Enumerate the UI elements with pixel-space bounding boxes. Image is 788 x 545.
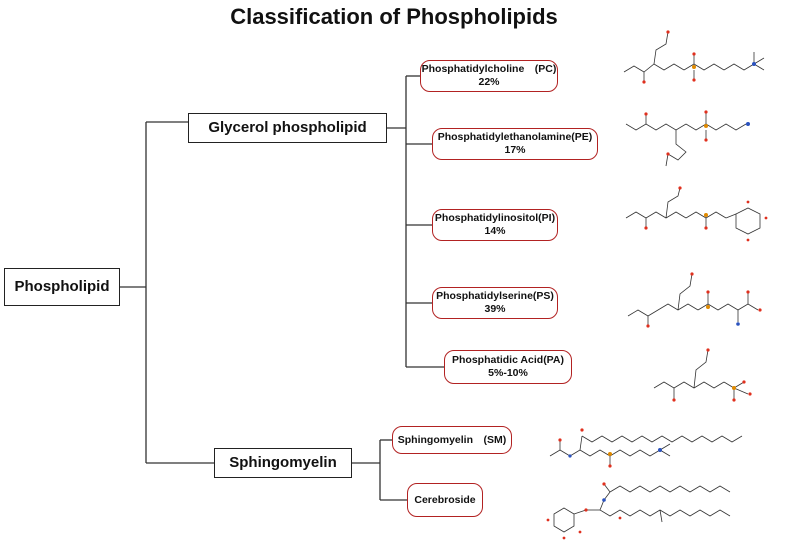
leaf-value: 17%	[504, 144, 526, 156]
leaf-name: Phosphatidylserine(PS)	[436, 290, 554, 303]
leaf-name: Phosphatidylinositol(PI)	[434, 212, 556, 225]
leaf-name: Phosphatidic Acid(PA)	[451, 354, 564, 367]
pi-node: Phosphatidylinositol(PI) 14%	[432, 209, 558, 241]
branch-label: Glycerol phospholipid	[208, 119, 367, 136]
cerebroside-structure-image	[546, 482, 731, 540]
pa-structure-image	[653, 348, 752, 402]
root-node: Phospholipid	[4, 268, 120, 306]
sphingomyelin-node: Sphingomyelin	[214, 448, 352, 478]
pe-structure-image	[625, 110, 750, 167]
glycerol-phospholipid-node: Glycerol phospholipid	[188, 113, 387, 143]
ps-structure-image	[627, 272, 762, 328]
sm-structure-image	[549, 428, 743, 468]
cerebroside-node: Cerebroside	[407, 483, 483, 517]
leaf-name: Phosphatidylcholine (PC)	[421, 63, 557, 76]
branch-label: Sphingomyelin	[229, 454, 337, 471]
leaf-value: 14%	[484, 225, 506, 237]
leaf-name: Cerebroside	[414, 493, 476, 506]
leaf-value: 39%	[484, 303, 506, 315]
diagram-title: Classification of Phospholipids	[230, 4, 558, 29]
leaf-name: Sphingomyelin (SM)	[397, 433, 507, 446]
sm-node: Sphingomyelin (SM)	[392, 426, 512, 454]
pi-structure-image	[625, 186, 768, 242]
leaf-value: 5%-10%	[488, 367, 528, 379]
root-label: Phospholipid	[14, 278, 110, 295]
pe-node: Phosphatidylethanolamine(PE) 17%	[432, 128, 598, 160]
leaf-value: 22%	[478, 76, 500, 88]
pa-node: Phosphatidic Acid(PA) 5%-10%	[444, 350, 572, 384]
ps-node: Phosphatidylserine(PS) 39%	[432, 287, 558, 319]
pc-node: Phosphatidylcholine (PC) 22%	[420, 60, 558, 92]
leaf-name: Phosphatidylethanolamine(PE)	[437, 131, 593, 144]
pc-structure-image	[623, 30, 765, 84]
